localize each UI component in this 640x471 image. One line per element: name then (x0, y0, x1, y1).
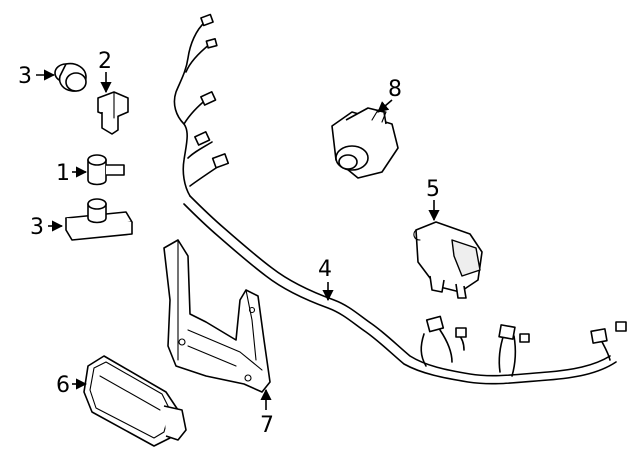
part-1-sensor[interactable] (87, 154, 125, 186)
callout-3-bottom: 3 (30, 215, 44, 240)
callout-7: 7 (260, 413, 274, 438)
part-6-control-module[interactable] (83, 355, 187, 447)
callout-2: 2 (98, 49, 112, 74)
callout-4: 4 (318, 257, 332, 282)
part-2-sensor-bracket[interactable] (97, 91, 129, 135)
part-3-sensor-pad[interactable] (65, 198, 133, 241)
callout-6: 6 (56, 373, 70, 398)
callout-8: 8 (388, 77, 402, 102)
part-5-sensor-module[interactable] (413, 221, 483, 299)
callout-3-top: 3 (18, 64, 32, 89)
part-3-sensor-plug[interactable] (54, 62, 87, 92)
part-4-wiring-harness[interactable] (173, 13, 627, 385)
callout-5: 5 (426, 177, 440, 202)
part-7-mounting-bracket[interactable] (163, 239, 271, 393)
part-8-camera[interactable] (331, 107, 399, 179)
arrow-8 (377, 99, 393, 113)
callout-1: 1 (56, 161, 70, 186)
